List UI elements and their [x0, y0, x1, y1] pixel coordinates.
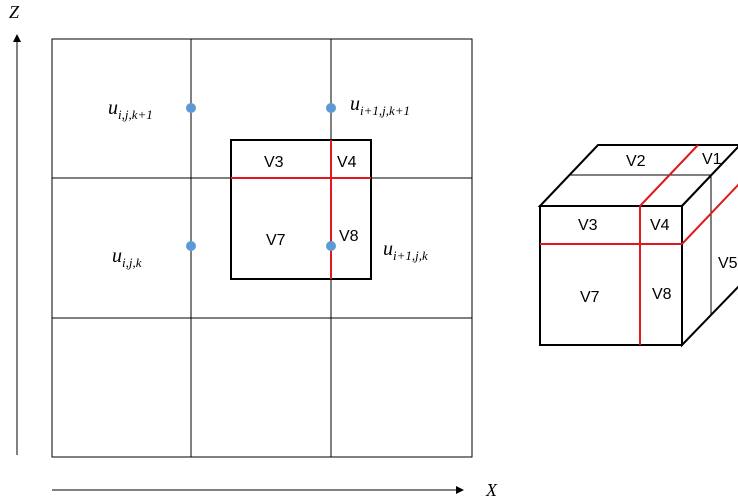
cube-label-v8: V8	[652, 286, 672, 303]
grid-point-top-right	[326, 103, 336, 113]
cube-label-v3: V3	[578, 217, 598, 234]
cube-front-face	[539, 205, 683, 346]
grid-point-mid-left	[186, 241, 196, 251]
x-axis-label: X	[485, 480, 498, 500]
grid-point-top-left	[186, 103, 196, 113]
control-volume	[230, 139, 372, 280]
cube-label-v7: V7	[580, 289, 600, 306]
cube-label-v4: V4	[650, 217, 670, 234]
u-top-left-label: ui,j,k+1	[108, 97, 153, 122]
cell-label-v4: V4	[337, 154, 357, 171]
cube: V2 V1 V3 V4 V5 V7 V8	[537, 144, 738, 348]
cell-label-v3: V3	[264, 154, 284, 171]
cube-label-v2: V2	[626, 153, 646, 170]
cube-label-v5: V5	[718, 255, 738, 272]
cube-red-top-diagonal	[639, 144, 699, 207]
u-mid-left-label: ui,j,k	[112, 245, 142, 270]
cube-label-v1: V1	[702, 151, 722, 168]
grid-point-mid-right	[326, 241, 336, 251]
u-top-right-label: ui+1,j,k+1	[350, 93, 410, 118]
cell-label-v7: V7	[266, 232, 286, 249]
u-mid-right-label: ui+1,j,k	[383, 238, 428, 263]
cube-red-right-diagonal	[681, 183, 738, 245]
z-axis-label: Z	[9, 2, 20, 22]
cell-label-v8: V8	[339, 228, 359, 245]
